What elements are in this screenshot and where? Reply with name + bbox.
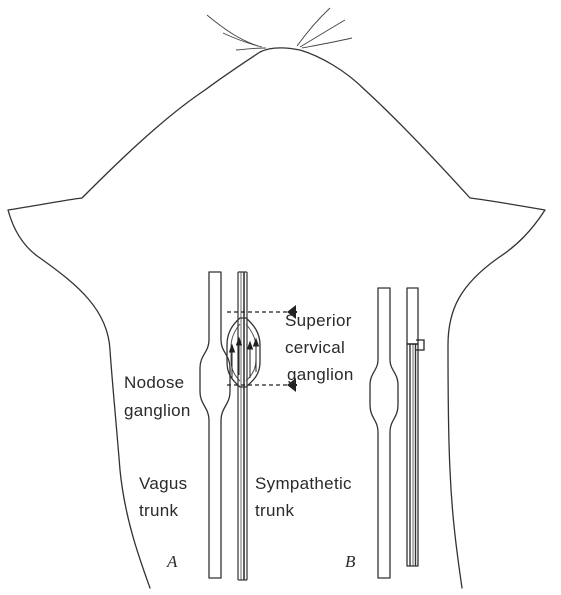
svg-text:Vagus: Vagus	[139, 474, 187, 493]
svg-text:ganglion: ganglion	[287, 365, 354, 384]
svg-text:Nodose: Nodose	[124, 373, 184, 392]
vagus-trunk-a	[200, 272, 230, 578]
panel-a-label: A	[166, 552, 178, 571]
svg-text:cervical: cervical	[285, 338, 345, 357]
svg-text:Superior: Superior	[285, 311, 352, 330]
nodose-ganglion-label: Nodose ganglion	[124, 373, 191, 420]
panel-b-label: B	[345, 552, 356, 571]
vagus-trunk-b	[370, 288, 398, 578]
svg-text:Sympathetic: Sympathetic	[255, 474, 352, 493]
sympathetic-trunk-b	[407, 288, 424, 566]
sympathetic-trunk-label: Sympathetic trunk	[255, 474, 352, 520]
superior-cervical-ganglion-label: Superior cervical ganglion	[285, 311, 354, 384]
vagus-trunk-label: Vagus trunk	[139, 474, 187, 520]
svg-text:ganglion: ganglion	[124, 401, 191, 420]
svg-text:trunk: trunk	[255, 501, 294, 520]
svg-text:trunk: trunk	[139, 501, 178, 520]
whiskers	[207, 8, 352, 50]
